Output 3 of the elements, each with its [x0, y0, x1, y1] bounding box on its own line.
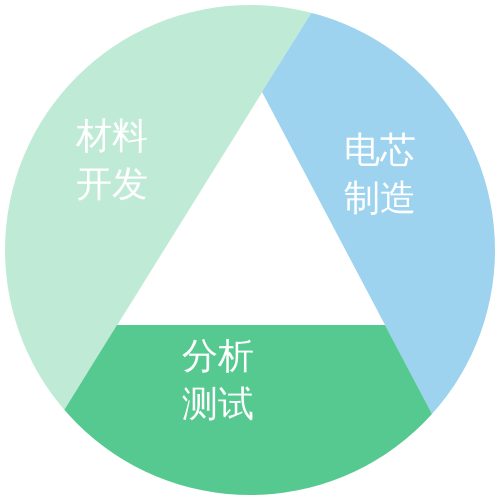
segment-label: 材料开发 [76, 116, 148, 205]
segment-label: 电芯制造 [344, 130, 416, 219]
segment-label: 分析测试 [182, 336, 254, 425]
